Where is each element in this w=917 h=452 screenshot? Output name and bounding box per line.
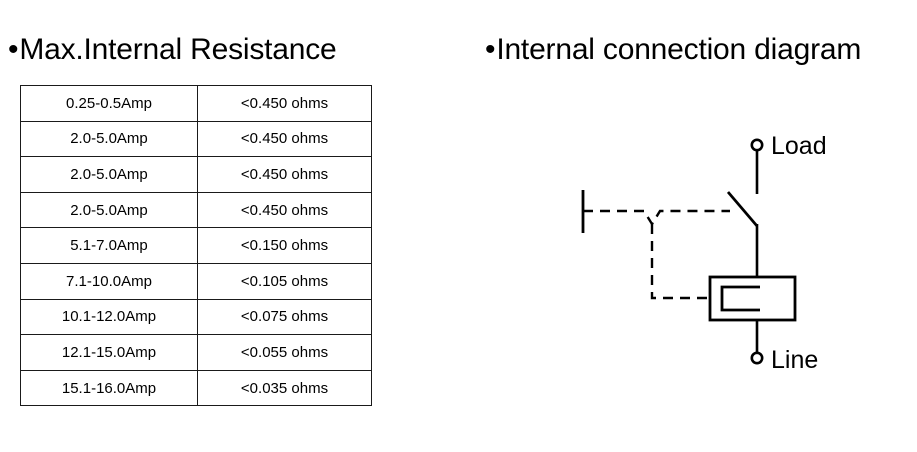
current-range-cell: 7.1-10.0Amp (20, 262, 198, 300)
relay-coil-inner-icon (720, 285, 760, 312)
current-range-cell: 2.0-5.0Amp (20, 120, 198, 158)
internal-connection-diagram: Load Line (540, 110, 900, 400)
table-row: 5.1-7.0Amp <0.150 ohms (20, 227, 372, 264)
table-row: 2.0-5.0Amp <0.450 ohms (20, 191, 372, 229)
resistance-value-cell: <0.450 ohms (197, 156, 372, 193)
current-range-cell: 10.1-12.0Amp (20, 298, 198, 336)
current-range-cell: 12.1-15.0Amp (20, 334, 198, 371)
table-row: 0.25-0.5Amp <0.450 ohms (20, 85, 372, 122)
resistance-value-cell: <0.035 ohms (197, 369, 372, 407)
resistance-value-cell: <0.150 ohms (197, 227, 372, 264)
resistance-table-body: 0.25-0.5Amp <0.450 ohms 2.0-5.0Amp <0.45… (20, 85, 372, 407)
current-range-cell: 2.0-5.0Amp (20, 156, 198, 193)
resistance-value-cell: <0.450 ohms (197, 120, 372, 158)
table-row: 7.1-10.0Amp <0.105 ohms (20, 262, 372, 300)
resistance-table: 0.25-0.5Amp <0.450 ohms 2.0-5.0Amp <0.45… (20, 85, 372, 407)
line-terminal-icon (750, 351, 764, 365)
bullet-icon: • (485, 33, 496, 66)
load-label: Load (771, 132, 827, 160)
table-row: 12.1-15.0Amp <0.055 ohms (20, 334, 372, 371)
resistance-value-cell: <0.055 ohms (197, 334, 372, 371)
switch-contact-icon (726, 191, 759, 227)
current-range-cell: 0.25-0.5Amp (20, 85, 198, 122)
table-row: 2.0-5.0Amp <0.450 ohms (20, 156, 372, 193)
current-range-cell: 15.1-16.0Amp (20, 369, 198, 407)
load-terminal-icon (750, 138, 764, 194)
bullet-icon: • (8, 33, 19, 66)
section-title-resistance: •Max.Internal Resistance (8, 33, 337, 67)
line-label: Line (771, 346, 818, 374)
resistance-value-cell: <0.105 ohms (197, 262, 372, 300)
circuit-schematic-svg: Load Line (581, 132, 827, 374)
table-row: 10.1-12.0Amp <0.075 ohms (20, 298, 372, 336)
section-title-diagram-text: Internal connection diagram (496, 33, 862, 66)
resistance-value-cell: <0.450 ohms (197, 191, 372, 229)
section-title-diagram: •Internal connection diagram (485, 33, 861, 67)
resistance-value-cell: <0.450 ohms (197, 85, 372, 122)
table-row: 15.1-16.0Amp <0.035 ohms (20, 369, 372, 407)
relay-coil-box (708, 275, 797, 322)
resistance-value-cell: <0.075 ohms (197, 298, 372, 336)
dashed-control-line-top (583, 209, 730, 227)
table-row: 2.0-5.0Amp <0.450 ohms (20, 120, 372, 158)
current-range-cell: 2.0-5.0Amp (20, 191, 198, 229)
section-title-resistance-text: Max.Internal Resistance (19, 33, 337, 66)
dashed-control-line-to-coil (650, 224, 710, 300)
current-range-cell: 5.1-7.0Amp (20, 227, 198, 264)
